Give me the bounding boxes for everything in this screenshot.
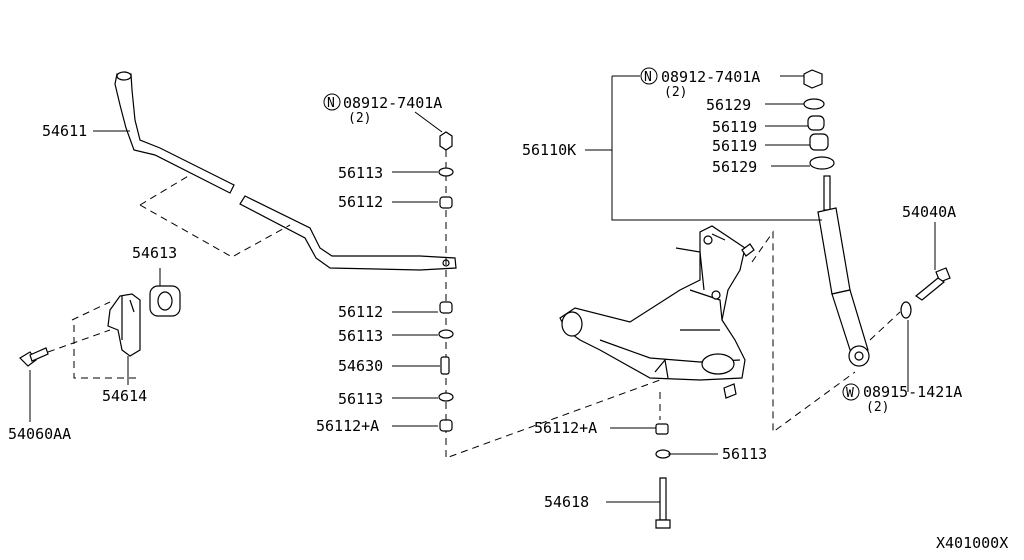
label-56129-b: 56129 (712, 158, 757, 176)
bolt-54618 (655, 423, 671, 529)
label-54060AA: 54060AA (8, 425, 71, 443)
label-56112-b: 56112 (338, 303, 383, 321)
assembly-line-arm (659, 230, 856, 433)
shock-mount-parts (803, 69, 835, 170)
bushing-54613 (149, 285, 181, 317)
label-56113-c: 56113 (338, 390, 383, 408)
leader-lines (29, 75, 936, 503)
label-56119-b: 56119 (712, 137, 757, 155)
label-washer-ref: 08915-1421A (863, 383, 962, 401)
label-right-nut-ref: 08912-7401A (661, 68, 760, 86)
label-54040A: 54040A (902, 203, 956, 221)
shock-absorber (817, 175, 870, 367)
label-56113-a: 56113 (338, 164, 383, 182)
label-56129-a: 56129 (706, 96, 751, 114)
label-54630: 54630 (338, 357, 383, 375)
link-stack-parts (438, 131, 454, 432)
diagram-id: X401000X (936, 534, 1008, 552)
stabilizer-bar (114, 71, 457, 271)
right-nut-badge: N (644, 70, 652, 85)
label-56112A-right: 56112+A (534, 419, 597, 437)
label-56113-b: 56113 (338, 327, 383, 345)
label-56110K: 56110K (522, 141, 576, 159)
label-56112A-left: 56112+A (316, 417, 379, 435)
label-56112-a: 56112 (338, 193, 383, 211)
label-left-nut-qty: (2) (348, 111, 371, 126)
clamp-54614 (107, 293, 141, 357)
label-56119-a: 56119 (712, 118, 757, 136)
washer-callout: W 08915-1421A (2) (842, 383, 962, 415)
label-washer-qty: (2) (866, 400, 889, 415)
label-56113-d: 56113 (722, 445, 767, 463)
left-nut-badge: N (327, 96, 335, 111)
right-nut-callout: N 08912-7401A (2) (640, 67, 760, 100)
assembly-line-left (47, 174, 291, 379)
label-54611: 54611 (42, 122, 87, 140)
label-left-nut-ref: 08912-7401A (343, 94, 442, 112)
label-54614: 54614 (102, 387, 147, 405)
label-right-nut-qty: (2) (664, 85, 687, 100)
label-54613: 54613 (132, 244, 177, 262)
bolt-54040A (869, 267, 951, 341)
label-54618: 54618 (544, 493, 589, 511)
left-nut-callout: N 08912-7401A (2) (323, 93, 442, 126)
assembly-line-center (445, 150, 661, 459)
washer-badge: W (846, 386, 854, 401)
bolt-54060AA (19, 347, 49, 367)
lower-control-arm (559, 225, 755, 399)
